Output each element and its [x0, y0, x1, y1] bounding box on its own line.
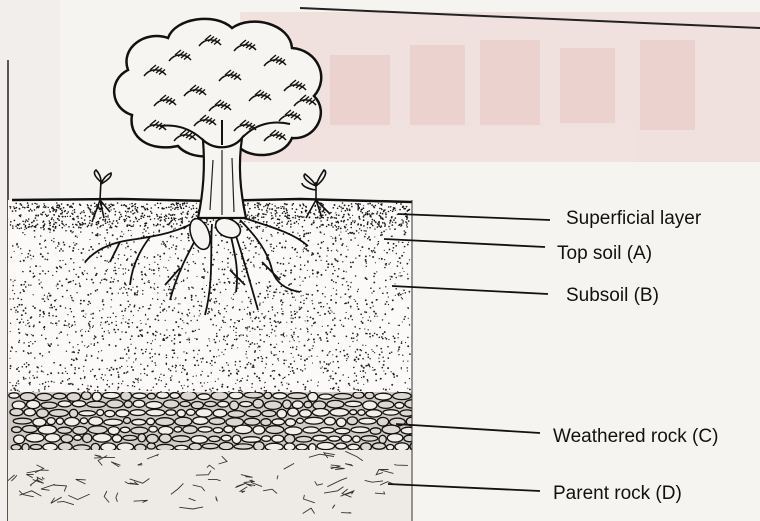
label-top-soil: Top soil (A) [557, 244, 652, 263]
label-subsoil: Subsoil (B) [566, 286, 659, 305]
tree-canopy [114, 19, 321, 157]
leader-subsoil [392, 286, 548, 294]
leader-superficial [398, 214, 550, 220]
parent-rock-region [8, 450, 412, 521]
label-weathered-rock: Weathered rock (C) [553, 427, 718, 446]
label-superficial-layer: Superficial layer [566, 209, 701, 228]
leader-weathered [396, 424, 540, 433]
label-parent-rock: Parent rock (D) [553, 484, 682, 503]
